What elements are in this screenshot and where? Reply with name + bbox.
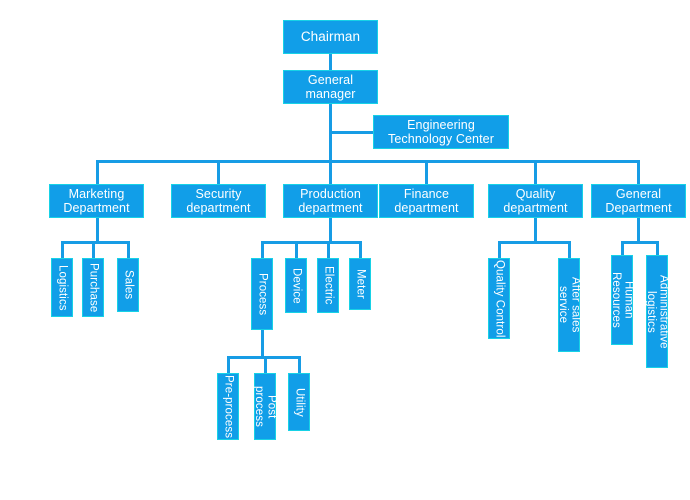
- connector-drop-security: [217, 160, 220, 185]
- connector-production-bus: [261, 241, 362, 244]
- node-meter[interactable]: Meter: [349, 258, 371, 310]
- connector-marketing-trunk: [96, 217, 99, 243]
- node-quality-department-label: Quality department: [503, 187, 568, 215]
- node-process[interactable]: Process: [251, 258, 273, 330]
- node-finance-department-label: Finance department: [394, 187, 459, 215]
- node-engineering-technology-center[interactable]: Engineering Technology Center: [373, 115, 509, 149]
- connector-drop-production: [329, 160, 332, 185]
- connector-general-dept-trunk: [637, 217, 640, 243]
- connector-drop-process: [261, 241, 264, 259]
- node-general-manager[interactable]: General manager: [283, 70, 378, 104]
- connector-to-engineering-technology-center: [331, 131, 374, 134]
- connector-drop-after-sales-service: [568, 241, 571, 259]
- connector-drop-human-resources: [621, 241, 624, 256]
- connector-drop-meter: [359, 241, 362, 259]
- node-administrative-logistics-label: Administrative logistics: [645, 274, 670, 349]
- node-utility[interactable]: Utility: [288, 373, 310, 431]
- connector-drop-finance: [425, 160, 428, 185]
- connector-production-trunk: [329, 217, 332, 243]
- node-marketing-department-label: Marketing Department: [63, 187, 130, 215]
- node-logistics[interactable]: Logistics: [51, 258, 73, 317]
- node-general-manager-label: General manager: [305, 73, 356, 101]
- node-human-resources[interactable]: Human Resources: [610, 255, 635, 345]
- node-administrative-logistics[interactable]: Administrative logistics: [645, 255, 670, 368]
- node-purchase-label: Purchase: [87, 262, 100, 313]
- connector-drop-sales: [127, 241, 130, 259]
- connector-quality-trunk: [534, 217, 537, 243]
- connector-department-bus: [96, 160, 640, 163]
- node-finance-department[interactable]: Finance department: [379, 184, 474, 218]
- node-general-department[interactable]: General Department: [591, 184, 686, 218]
- node-engineering-technology-center-label: Engineering Technology Center: [388, 118, 494, 146]
- connector-chairman-to-general-manager: [329, 53, 332, 70]
- node-device[interactable]: Device: [285, 258, 307, 313]
- connector-general-manager-trunk: [329, 103, 332, 162]
- connector-drop-quality: [534, 160, 537, 185]
- connector-drop-quality-control: [498, 241, 501, 259]
- connector-marketing-bus: [61, 241, 129, 244]
- node-utility-label: Utility: [293, 387, 306, 417]
- node-post-process-label: Post process: [253, 386, 278, 427]
- connector-drop-logistics: [61, 241, 64, 259]
- node-purchase[interactable]: Purchase: [82, 258, 104, 317]
- node-sales-label: Sales: [122, 270, 135, 300]
- node-chairman-label: Chairman: [300, 29, 361, 45]
- node-human-resources-label: Human Resources: [610, 272, 635, 328]
- node-security-department[interactable]: Security department: [171, 184, 266, 218]
- node-pre-process-label: Pre-process: [222, 374, 235, 439]
- node-quality-control-label: Quality Control: [493, 259, 506, 338]
- node-pre-process[interactable]: Pre-process: [217, 373, 239, 440]
- node-process-label: Process: [256, 272, 269, 316]
- node-quality-department[interactable]: Quality department: [488, 184, 583, 218]
- connector-drop-electric: [327, 241, 330, 259]
- connector-drop-device: [295, 241, 298, 259]
- connector-quality-bus: [498, 241, 571, 244]
- node-quality-control[interactable]: Quality Control: [488, 258, 510, 339]
- node-production-department[interactable]: Production department: [283, 184, 378, 218]
- connector-drop-pre-process: [227, 356, 230, 374]
- node-marketing-department[interactable]: Marketing Department: [49, 184, 144, 218]
- node-logistics-label: Logistics: [56, 264, 69, 311]
- node-sales[interactable]: Sales: [117, 258, 139, 312]
- connector-process-trunk: [261, 329, 264, 358]
- connector-drop-post-process: [264, 356, 267, 374]
- connector-drop-administrative-logistics: [656, 241, 659, 256]
- node-security-department-label: Security department: [186, 187, 251, 215]
- node-electric[interactable]: Electric: [317, 258, 339, 313]
- connector-drop-marketing: [96, 160, 99, 185]
- node-electric-label: Electric: [322, 266, 335, 305]
- node-production-department-label: Production department: [298, 187, 363, 215]
- node-post-process[interactable]: Post process: [253, 373, 278, 440]
- node-device-label: Device: [290, 267, 303, 304]
- node-after-sales-service[interactable]: After sales service: [557, 258, 582, 352]
- node-chairman[interactable]: Chairman: [283, 20, 378, 54]
- node-general-department-label: General Department: [605, 187, 672, 215]
- node-meter-label: Meter: [354, 269, 367, 299]
- connector-drop-utility: [298, 356, 301, 374]
- connector-drop-general: [637, 160, 640, 185]
- connector-general-dept-bus: [621, 241, 658, 244]
- connector-drop-purchase: [92, 241, 95, 259]
- node-after-sales-service-label: After sales service: [557, 277, 582, 333]
